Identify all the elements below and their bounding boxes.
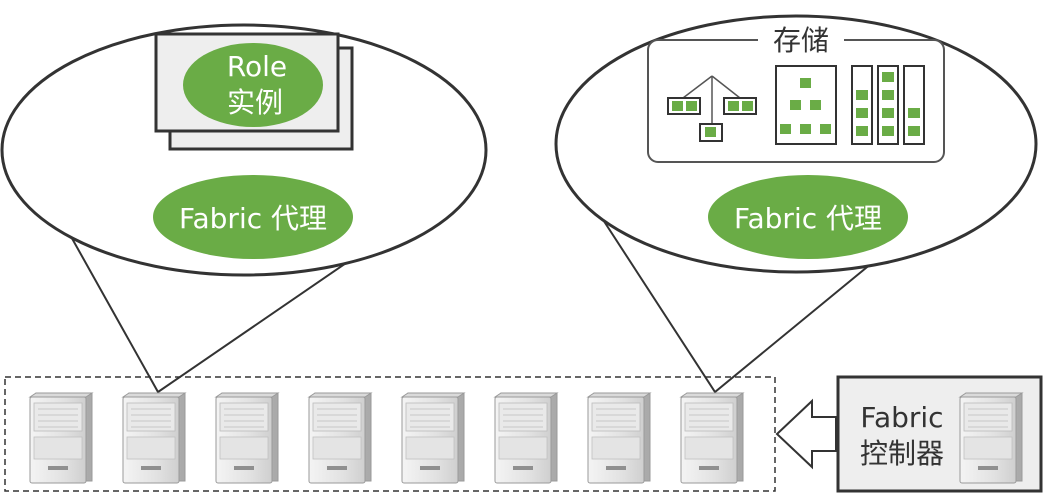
column-storage-icon <box>851 65 925 145</box>
left-fabric-agent-shape <box>153 175 353 259</box>
right-fabric-agent-shape <box>708 175 908 259</box>
left-arrow-icon <box>775 398 837 470</box>
server-icon <box>29 392 93 484</box>
server-icon <box>959 392 1023 484</box>
right-callout-pointer <box>597 211 901 394</box>
left-node-callout: Role 实例 Fabric 代理 <box>0 23 488 394</box>
role-instance-shape <box>183 43 323 127</box>
server-cluster-box <box>4 376 776 492</box>
server-icon <box>680 392 744 484</box>
role-label: Role <box>227 50 287 83</box>
controller-label-line2: 控制器 <box>860 437 944 470</box>
storage-label: 存储 <box>773 24 829 57</box>
pyramid-storage-icon <box>775 65 837 145</box>
left-fabric-agent-label: Fabric 代理 <box>179 202 327 235</box>
right-fabric-agent-label: Fabric 代理 <box>734 202 882 235</box>
server-icon <box>308 392 372 484</box>
server-icon <box>122 392 186 484</box>
right-node-callout: 存储 <box>554 14 1038 394</box>
server-icon <box>587 392 651 484</box>
storage-title-bg <box>758 22 844 58</box>
server-icon <box>215 392 279 484</box>
left-callout-pointer <box>54 207 369 394</box>
instance-label: 实例 <box>227 86 283 119</box>
tree-storage-icon <box>667 75 757 142</box>
server-icon <box>494 392 558 484</box>
controller-label-line1: Fabric <box>860 401 943 434</box>
fabric-controller: Fabric 控制器 <box>836 375 1043 493</box>
server-icon <box>401 392 465 484</box>
